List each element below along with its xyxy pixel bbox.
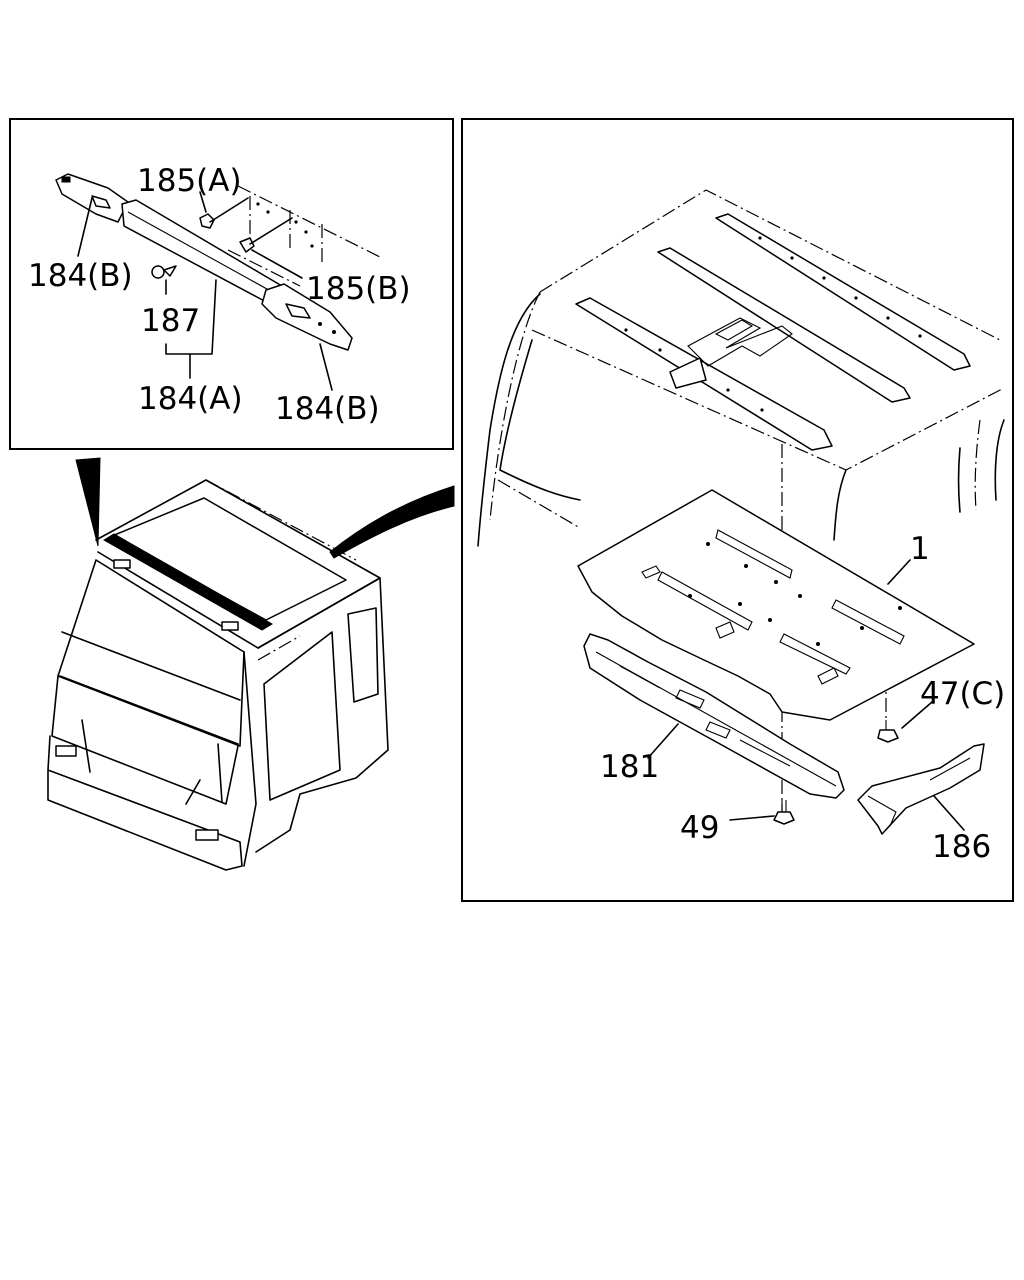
fasteners [773, 720, 899, 825]
rail-rear [715, 213, 971, 371]
fastener-47c [877, 729, 899, 743]
inset-frame-left [9, 118, 454, 450]
rail-middle [657, 247, 911, 403]
clip-185b [239, 237, 255, 253]
callout-181: 181 [600, 749, 659, 785]
roof-rails [575, 213, 971, 451]
roof-edge-lines [227, 185, 383, 287]
handle-tube [121, 199, 283, 305]
leaders-inset [77, 191, 333, 391]
truck-cab [47, 457, 455, 871]
callout-49: 49 [680, 810, 719, 846]
roof-lining-panel [577, 489, 975, 721]
inset-frame-right [461, 118, 1014, 902]
clips [151, 197, 293, 279]
pointer-right [329, 485, 455, 559]
callout-184a: 184(A) [138, 381, 243, 417]
roof-brace [669, 317, 793, 389]
clip-187 [151, 265, 165, 279]
screw-49 [773, 811, 795, 825]
clip-185a [199, 213, 215, 229]
corner-trim-186 [857, 743, 985, 835]
front-header-181 [583, 633, 845, 799]
callout-185a: 185(A) [137, 163, 242, 199]
pointer-left [75, 457, 101, 547]
callout-186: 186 [932, 829, 991, 865]
callout-185b: 185(B) [306, 271, 411, 307]
callout-184b-top: 184(B) [28, 258, 133, 294]
callout-184b-bottom: 184(B) [275, 391, 380, 427]
leaders-right [647, 559, 965, 831]
cab-roof-outline [477, 189, 1005, 547]
callout-1: 1 [910, 531, 930, 567]
callout-187: 187 [141, 303, 200, 339]
callout-47c: 47(C) [920, 676, 1005, 712]
